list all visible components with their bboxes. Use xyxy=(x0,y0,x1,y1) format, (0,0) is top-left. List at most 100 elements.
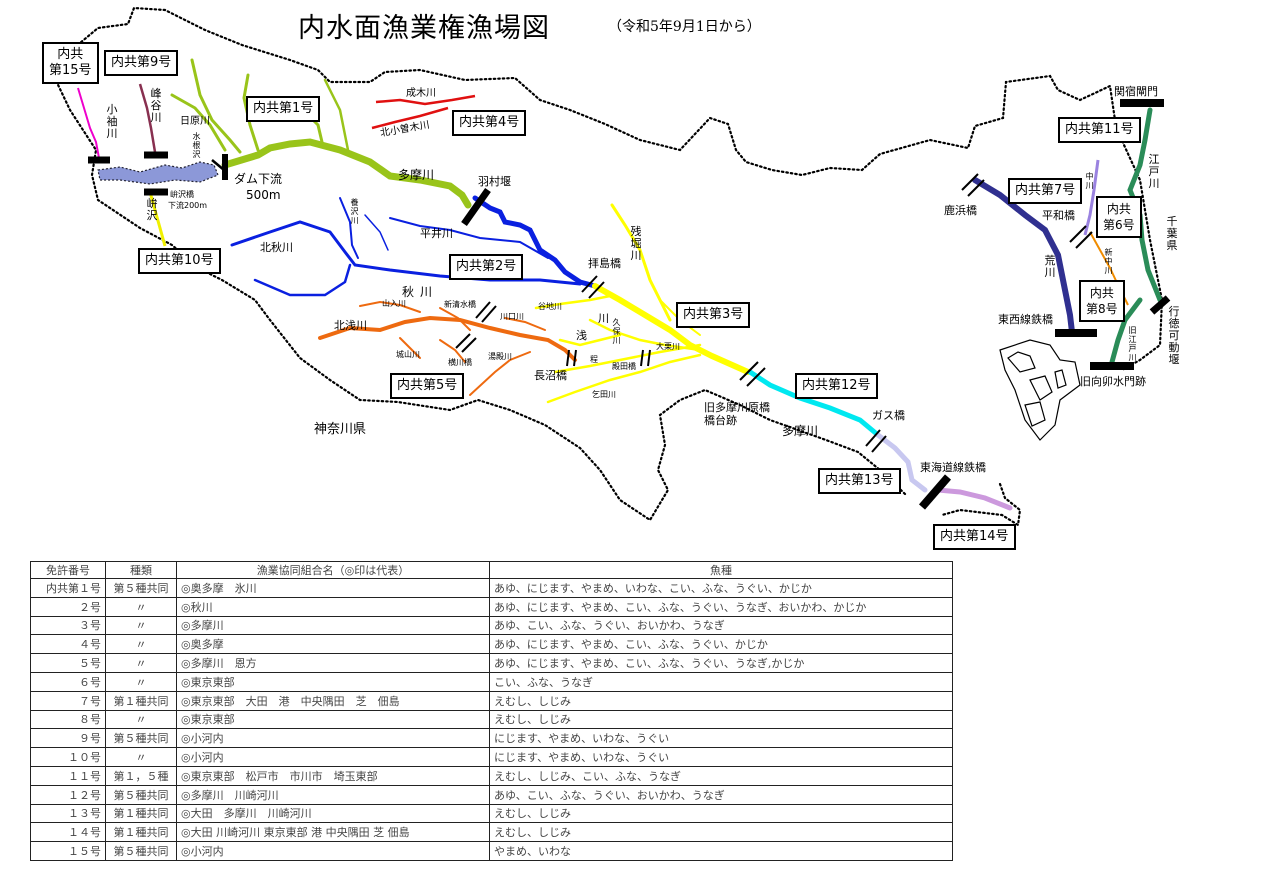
label-old-bridge-2: 橋台跡 xyxy=(704,414,737,427)
label-tozai-bridge: 東西線鉄橋 xyxy=(998,313,1053,326)
label-yozawa-river: 養沢川 xyxy=(350,198,359,225)
cell-type: 〃 xyxy=(105,709,177,730)
label-shin-nakagawa: 新中川 xyxy=(1104,248,1113,275)
river-zone4 xyxy=(371,94,476,130)
cell-type: 第５種共同 xyxy=(105,578,177,598)
label-shinshimizu-bridge: 新清水橋 xyxy=(444,300,476,309)
cell-type: 〃 xyxy=(105,671,177,692)
cell-species: あゆ、にじます、やまめ、こい、ふな、うぐい、うなぎ,かじか xyxy=(489,653,953,673)
zone-label-15: 内共 第15号 xyxy=(42,42,99,84)
cell-association: ◎多摩川 xyxy=(176,615,490,636)
cell-species: にじます、やまめ、いわな、うぐい xyxy=(489,728,953,749)
cell-license-no: ５号 xyxy=(30,653,106,673)
label-nippara-river: 日原川 xyxy=(180,116,210,127)
river-zone1 xyxy=(170,58,472,209)
cell-license-no: １５号 xyxy=(30,841,106,861)
cell-association: ◎東京東部 xyxy=(176,671,490,692)
license-table: 免許番号 種類 漁業協同組合名（◎印は代表） 魚種 内共第１号第５種共同◎奥多摩… xyxy=(30,561,953,861)
river-zone12 xyxy=(747,369,881,438)
label-heiwa-bridge: 平和橋 xyxy=(1042,209,1075,222)
cell-type: 第１種共同 xyxy=(105,822,177,843)
label-aki-river: 秋川 xyxy=(402,285,439,299)
label-hodo: 程 xyxy=(590,355,598,364)
table-row: ７号第１種共同◎東京東部 大田 港 中央隅田 芝 佃島えむし、しじみ xyxy=(30,690,953,711)
cell-type: 第１種共同 xyxy=(105,803,177,824)
zone-label-8: 内共 第8号 xyxy=(1079,280,1125,322)
cell-species: あゆ、こい、ふな、うぐい、おいかわ、うなぎ xyxy=(489,784,953,805)
label-okuzawa: 峅沢 xyxy=(146,197,158,222)
river-zone14 xyxy=(935,487,1013,511)
cell-association: ◎多摩川 恩方 xyxy=(176,653,490,673)
zone-label-8-line2: 第8号 xyxy=(1086,302,1118,316)
cell-license-no: ３号 xyxy=(30,615,106,636)
table-row: １２号第５種共同◎多摩川 川崎河川あゆ、こい、ふな、うぐい、おいかわ、うなぎ xyxy=(30,784,953,805)
table-row: ５号〃◎多摩川 恩方あゆ、にじます、やまめ、こい、ふな、うぐい、うなぎ,かじか xyxy=(30,653,953,673)
label-nariki-river: 成木川 xyxy=(406,88,436,99)
label-dam-downstream: ダム下流 xyxy=(234,172,283,186)
zone-label-11: 内共第11号 xyxy=(1058,117,1141,143)
cell-license-no: １２号 xyxy=(30,784,106,805)
cell-association: ◎奥多摩 氷川 xyxy=(176,578,490,598)
label-shiroyama-river: 城山川 xyxy=(396,350,420,359)
cell-type: 第１種共同 xyxy=(105,690,177,711)
cell-association: ◎東京東部 xyxy=(176,709,490,730)
cell-type: 〃 xyxy=(105,653,177,673)
label-tama-river-lower: 多摩川 xyxy=(782,424,819,438)
zone-label-7: 内共第7号 xyxy=(1008,178,1083,204)
label-kitaasa-river: 北浅川 xyxy=(334,319,367,332)
cell-association: ◎東京東部 松戸市 市川市 埼玉東部 xyxy=(176,765,490,786)
cell-license-no: １１号 xyxy=(30,765,106,786)
zone-label-2: 内共第2号 xyxy=(449,254,524,280)
river-zone9 xyxy=(138,83,157,153)
zone-label-6-line1: 内共 xyxy=(1106,202,1131,216)
cell-species: えむし、しじみ xyxy=(489,803,953,824)
label-chiba: 千葉県 xyxy=(1166,215,1178,252)
cell-species: あゆ、にじます、やまめ、こい、ふな、うぐい、かじか xyxy=(489,634,953,655)
label-kanagawa: 神奈川県 xyxy=(314,422,367,437)
cell-species: にじます、やまめ、いわな、うぐい xyxy=(489,747,953,767)
label-kawaguchi-river: 川口川 xyxy=(500,312,524,321)
cell-type: 第１，５種 xyxy=(105,765,177,786)
cell-species: あゆ、にじます、やまめ、こい、ふな、うぐい、うなぎ、おいかわ、かじか xyxy=(489,596,953,617)
cell-association: ◎奥多摩 xyxy=(176,634,490,655)
map-subtitle: （令和5年9月1日から） xyxy=(608,19,761,35)
label-tonoda-bridge: 殿田橋 xyxy=(612,362,636,371)
cell-association: ◎小河内 xyxy=(176,747,490,767)
cell-license-no: １０号 xyxy=(30,747,106,767)
ogochi-lake xyxy=(97,161,219,185)
cell-association: ◎多摩川 川崎河川 xyxy=(176,784,490,805)
table-row: ９号第５種共同◎小河内にじます、やまめ、いわな、うぐい xyxy=(30,728,953,749)
table-row: １３号第１種共同◎大田 多摩川 川崎河川えむし、しじみ xyxy=(30,803,953,824)
header-association: 漁業協同組合名（◎印は代表） xyxy=(176,561,490,579)
label-haijima-bridge: 拝島橋 xyxy=(588,257,621,270)
cell-type: 〃 xyxy=(105,596,177,617)
cell-license-no: １３号 xyxy=(30,803,106,824)
cell-association: ◎大田 川崎河川 東京東部 港 中央隅田 芝 佃島 xyxy=(176,822,490,843)
label-hamura-weir: 羽村堰 xyxy=(478,175,511,188)
table-row: １１号第１，５種◎東京東部 松戸市 市川市 埼玉東部えむし、しじみ、こい、ふな、… xyxy=(30,765,953,786)
zone-label-5: 内共第5号 xyxy=(390,373,465,399)
map-title: 内水面漁業権漁場図 xyxy=(298,13,550,44)
cell-species: えむし、しじみ xyxy=(489,690,953,711)
river-zone13 xyxy=(875,432,928,493)
label-dam-distance: 500m xyxy=(246,188,281,202)
zone-label-10: 内共第10号 xyxy=(138,248,221,274)
label-asa-2: 川 xyxy=(598,312,609,325)
cell-species: えむし、しじみ xyxy=(489,822,953,843)
label-kyu-mukai-gate: 旧向卯水門跡 xyxy=(1080,375,1146,388)
label-zanbori-river: 残堀川 xyxy=(630,225,642,262)
label-yamairi-river: 山入川 xyxy=(382,299,406,308)
cell-association: ◎大田 多摩川 川崎河川 xyxy=(176,803,490,824)
prefecture-border xyxy=(48,6,1164,527)
cell-species: えむし、しじみ xyxy=(489,709,953,730)
zone-label-8-line1: 内共 xyxy=(1089,286,1114,300)
table-row: ８号〃◎東京東部えむし、しじみ xyxy=(30,709,953,730)
map-svg xyxy=(48,6,1171,527)
table-body: 内共第１号第５種共同◎奥多摩 氷川あゆ、にじます、やまめ、いわな、こい、ふな、う… xyxy=(30,578,953,861)
table-header-row: 免許番号 種類 漁業協同組合名（◎印は代表） 魚種 xyxy=(30,561,953,579)
label-edogawa: 江戸川 xyxy=(1148,153,1160,190)
zone-label-14: 内共第14号 xyxy=(933,524,1016,550)
cell-license-no: ８号 xyxy=(30,709,106,730)
zone-label-12: 内共第12号 xyxy=(795,373,878,399)
cell-species: あゆ、こい、ふな、うぐい、おいかわ、うなぎ xyxy=(489,615,953,636)
